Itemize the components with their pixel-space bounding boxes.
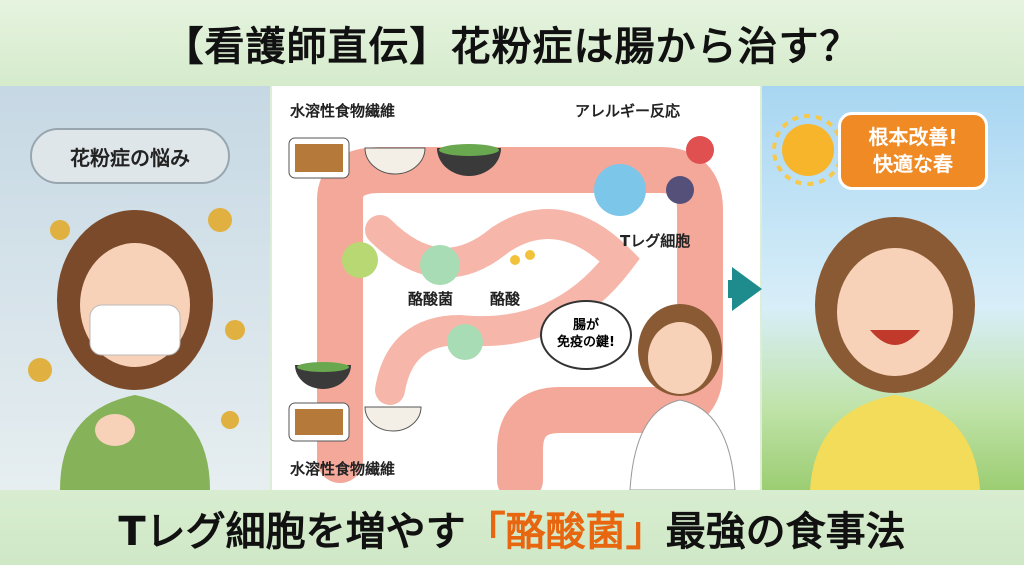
happy-woman-illustration xyxy=(810,217,980,490)
arrow-right-icon xyxy=(732,267,762,311)
food-bowls-top xyxy=(288,137,501,179)
fiber-label-top: 水溶性食物繊維 xyxy=(290,102,396,120)
sign-line-2: 快適な春 xyxy=(873,152,953,176)
page-title: 【看護師直伝】花粉症は腸から治す？ xyxy=(163,24,861,70)
page-subtitle: Tレグ細胞を増やす「酪酸菌」最強の食事法 xyxy=(118,499,905,557)
subtitle-highlight: 「酪酸菌」 xyxy=(465,508,666,555)
allergy-label: アレルギー反応 xyxy=(575,102,681,120)
bubble-line-1: 腸が xyxy=(572,318,599,334)
nurse-speech-bubble: 腸が 免疫の鍵! xyxy=(540,300,632,370)
fiber-label-bottom: 水溶性食物繊維 xyxy=(290,460,396,478)
food-bowls-bottom xyxy=(288,362,422,442)
bubble-line-2: 免疫の鍵! xyxy=(557,335,615,350)
title-band: 【看護師直伝】花粉症は腸から治す？ xyxy=(0,0,1024,86)
butyrate-label: 酪酸 xyxy=(490,290,521,308)
improvement-sign: 根本改善! 快適な春 xyxy=(838,112,988,190)
sign-line-1: 根本改善! xyxy=(868,125,958,149)
butyrate-bacteria-label: 酪酸菌 xyxy=(408,290,454,308)
subtitle-pre: Tレグ細胞を増やす xyxy=(118,508,466,555)
cloud-label: 花粉症の悩み xyxy=(30,128,230,184)
subtitle-post: 最強の食事法 xyxy=(665,508,906,555)
subtitle-band: Tレグ細胞を増やす「酪酸菌」最強の食事法 xyxy=(0,490,1024,565)
nurse-illustration xyxy=(629,304,736,490)
sun-icon xyxy=(772,114,844,186)
sick-woman-illustration xyxy=(28,208,245,490)
treg-label: Tレグ細胞 xyxy=(620,232,691,250)
